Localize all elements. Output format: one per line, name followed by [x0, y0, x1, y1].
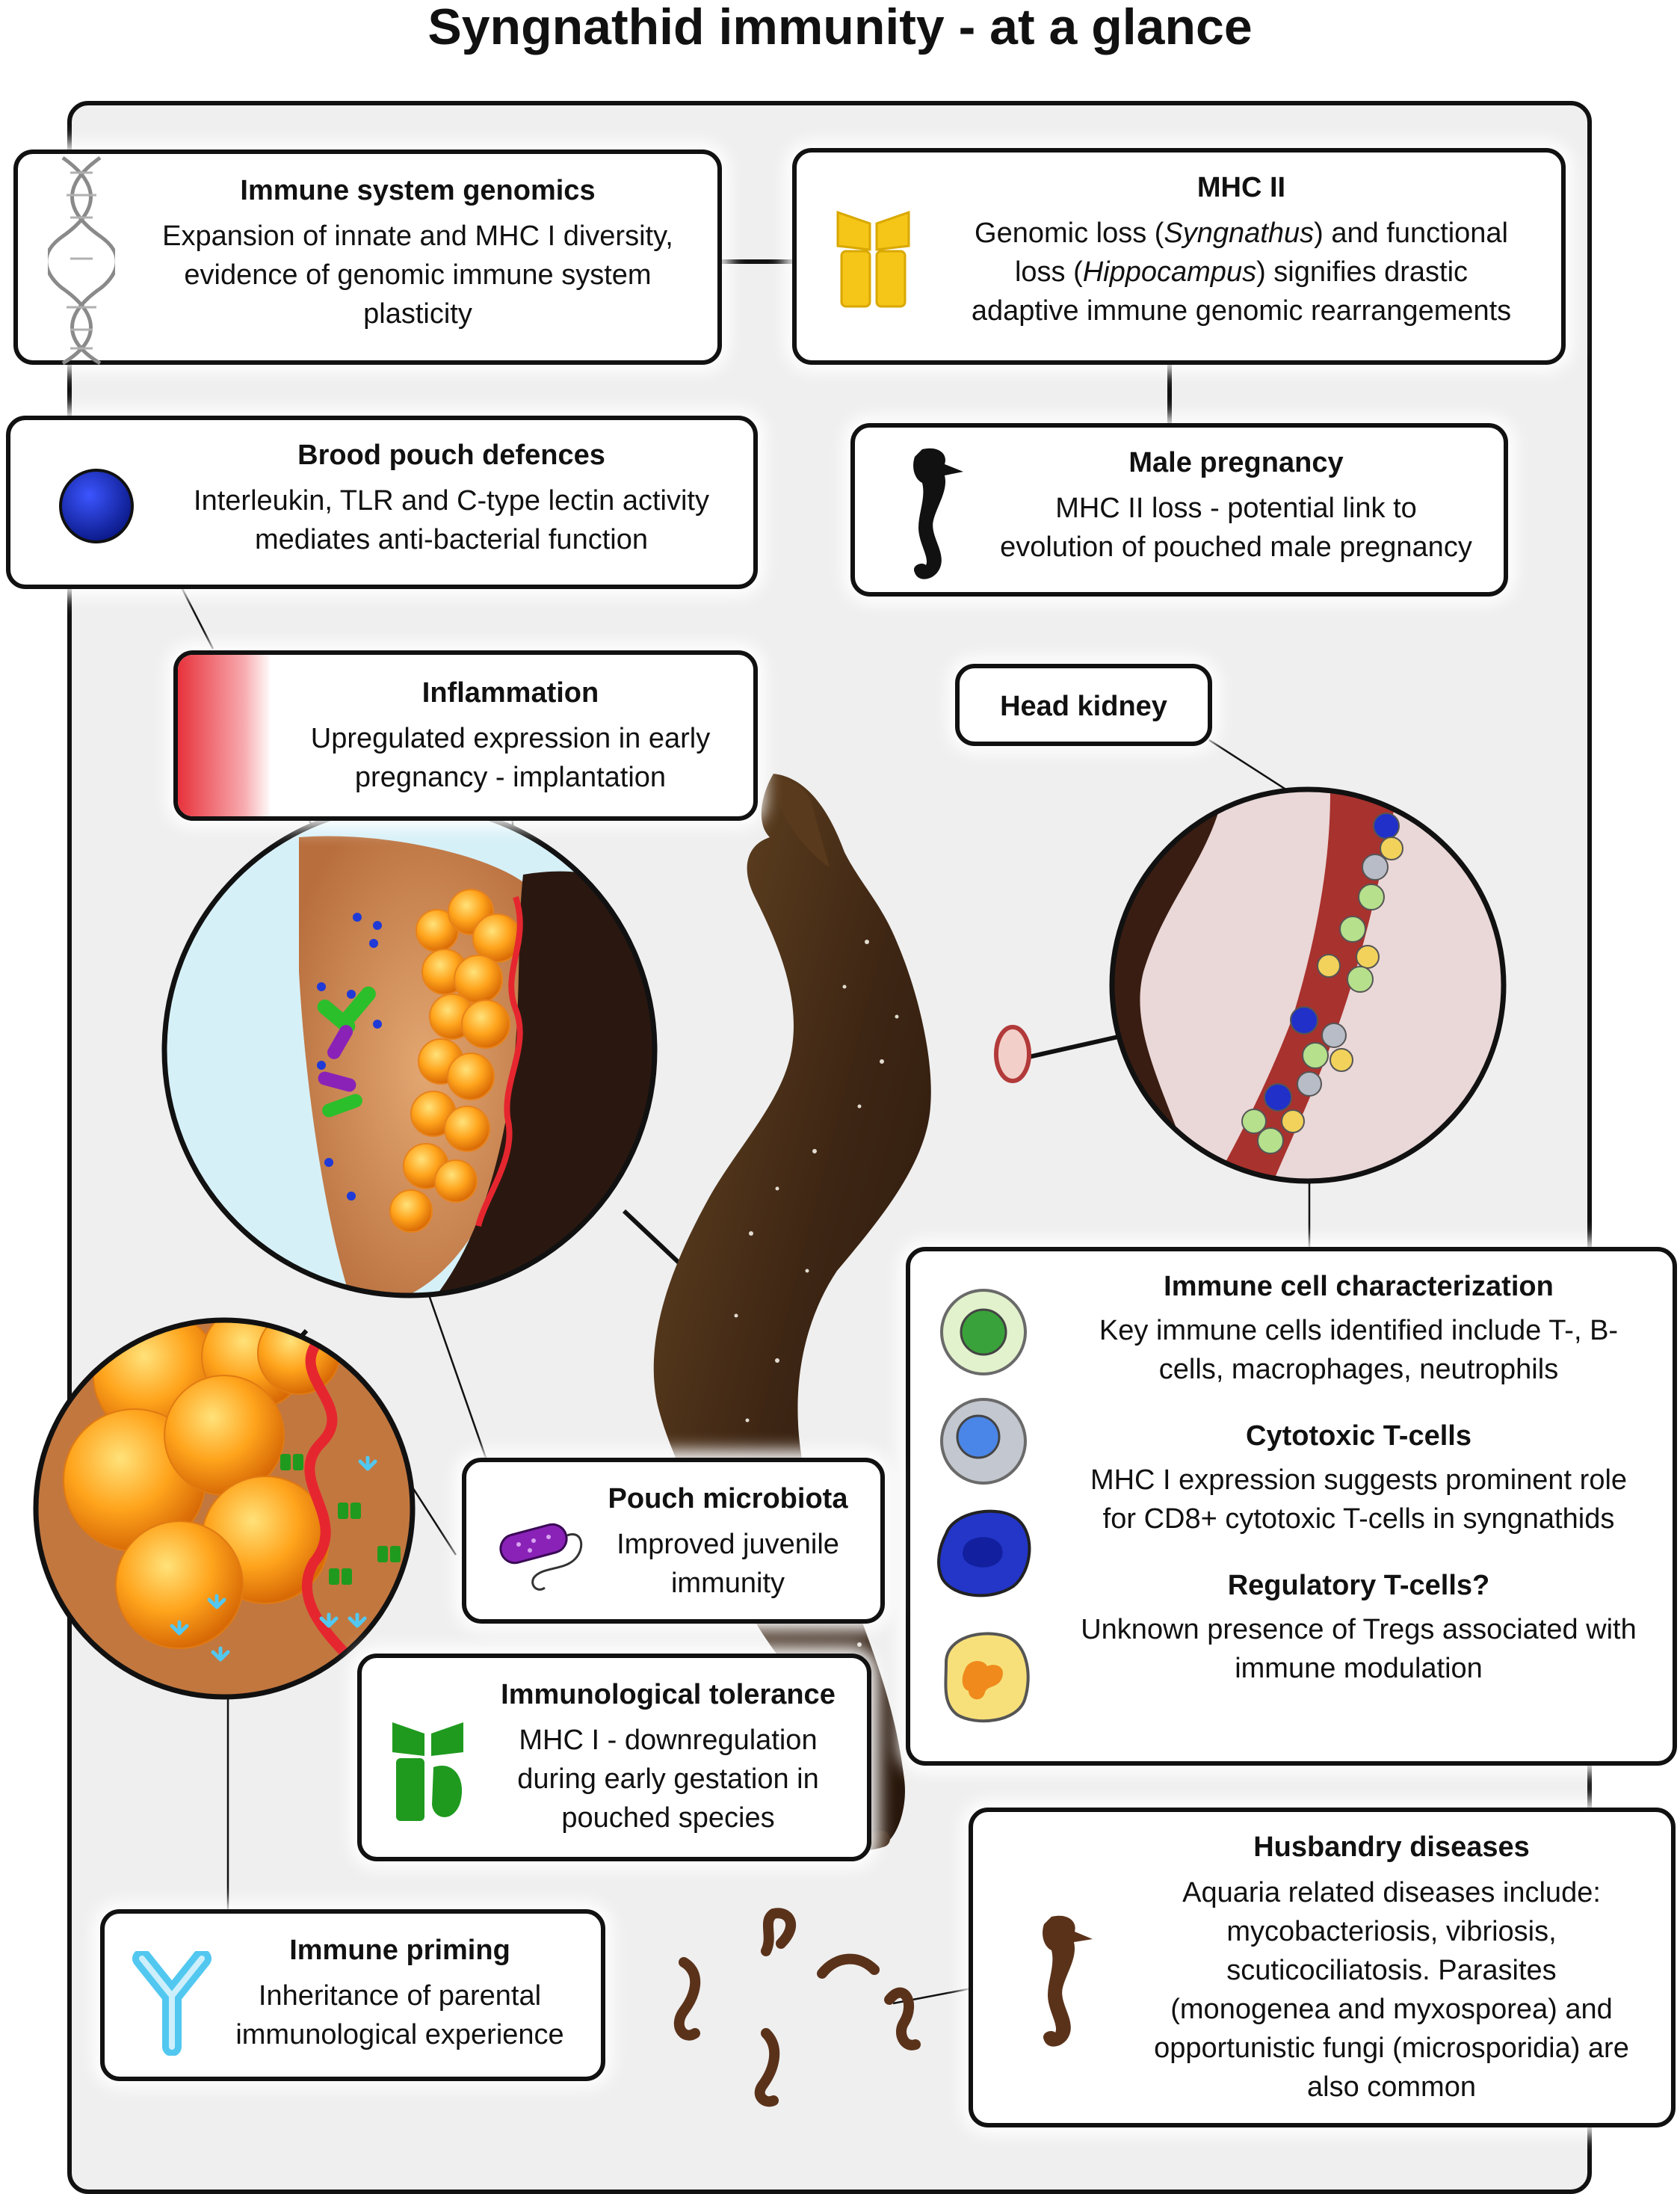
head-kidney-title: Head kidney — [1000, 691, 1167, 722]
tolerance-line-2: during early gestation in — [517, 1763, 819, 1795]
treg-line-2: immune modulation — [1235, 1653, 1483, 1684]
male-pregnancy-line-1: MHC II loss - potential link to — [1055, 493, 1417, 524]
seahorse-brown-icon — [1043, 1915, 1093, 2047]
treg-title: Regulatory T-cells? — [1227, 1570, 1490, 1601]
genomics-line-3: plasticity — [363, 298, 472, 330]
microbiota-line-2: immunity — [670, 1568, 785, 1599]
regulatory-t-cell-icon — [944, 1632, 1030, 1723]
mhc-ii-molecule-icon — [836, 210, 910, 308]
figure-title: Syngnathid immunity - at a glance — [427, 0, 1253, 55]
priming-title: Immune priming — [289, 1935, 510, 1966]
priming-box: Immune priming Inheritance of parental i… — [100, 1909, 605, 2081]
immune-cells-title: Immune cell characterization — [1164, 1271, 1554, 1302]
immune-cells-box: Immune cell characterization Key immune … — [906, 1247, 1677, 1766]
husbandry-line-3: scuticociliatosis. Parasites — [1226, 1955, 1557, 1986]
bacterium-icon — [499, 1523, 583, 1591]
b-cell-icon — [940, 1398, 1027, 1485]
mhc2-line-1: Genomic loss (Syngnathus) and functional — [975, 218, 1508, 249]
genomics-line-1: Expansion of innate and MHC I diversity, — [162, 221, 673, 252]
seahorse-silhouette-icon — [913, 448, 963, 579]
brood-title: Brood pouch defences — [297, 440, 605, 471]
inflammation-title: Inflammation — [421, 677, 599, 709]
inflammation-line-2: pregnancy - implantation — [354, 762, 667, 793]
genomics-line-2: evidence of genomic immune system — [184, 259, 652, 291]
male-pregnancy-box: Male pregnancy MHC II loss - potential l… — [850, 423, 1508, 597]
t-cell-icon — [940, 1289, 1027, 1375]
priming-line-1: Inheritance of parental — [258, 1980, 542, 2012]
cytotoxic-title: Cytotoxic T-cells — [1246, 1420, 1471, 1452]
tolerance-box: Immunological tolerance MHC I - downregu… — [357, 1654, 871, 1861]
egg-tissue-circle — [33, 1317, 416, 1700]
brood-box: Brood pouch defences Interleukin, TLR an… — [6, 416, 758, 589]
tolerance-line-1: MHC I - downregulation — [519, 1725, 818, 1756]
priming-line-2: immunological experience — [235, 2019, 564, 2050]
microbiota-box: Pouch microbiota Improved juvenile immun… — [462, 1458, 885, 1624]
male-pregnancy-title: Male pregnancy — [1128, 447, 1344, 478]
husbandry-line-6: also common — [1307, 2071, 1476, 2103]
microbiota-title: Pouch microbiota — [608, 1483, 848, 1514]
inflammation-box: Inflammation Upregulated expression in e… — [173, 650, 758, 821]
mhc2-line-2: loss (Hippocampus) signifies drastic — [1014, 256, 1469, 288]
inflammation-line-1: Upregulated expression in early — [310, 723, 711, 754]
husbandry-line-2: mycobacteriosis, vibriosis, — [1226, 1916, 1557, 1947]
tolerance-title: Immunological tolerance — [501, 1679, 836, 1710]
antibody-icon — [132, 1951, 211, 2056]
small-seahorses — [673, 1908, 921, 2107]
husbandry-line-1: Aquaria related diseases include: — [1182, 1877, 1601, 1908]
pouch-tissue-circle — [161, 802, 658, 1298]
husbandry-title: Husbandry diseases — [1253, 1831, 1530, 1863]
red-gradient-icon — [178, 655, 271, 816]
brood-line-1: Interleukin, TLR and C-type lectin activ… — [194, 485, 709, 517]
tolerance-line-3: pouched species — [561, 1802, 775, 1834]
mhc2-line-3: adaptive immune genomic rearrangements — [971, 295, 1512, 327]
cytotoxic-t-cell-icon — [937, 1509, 1031, 1597]
mhc2-box: MHC II Genomic loss (Syngnathus) and fun… — [792, 148, 1566, 365]
genomics-title: Immune system genomics — [240, 175, 596, 206]
treg-line-1: Unknown presence of Tregs associated wit… — [1081, 1614, 1637, 1645]
brood-line-2: mediates anti-bacterial function — [255, 524, 648, 555]
immune-cells-line-2: cells, macrophages, neutrophils — [1158, 1354, 1559, 1385]
immune-cells-line-1: Key immune cells identified include T-, … — [1099, 1315, 1619, 1346]
genomics-box: Immune system genomics Expansion of inna… — [13, 150, 722, 366]
male-pregnancy-line-2: evolution of pouched male pregnancy — [1000, 531, 1472, 563]
head-kidney-circle — [1109, 786, 1507, 1184]
microbiota-line-1: Improved juvenile — [617, 1529, 839, 1560]
cytotoxic-line-2: for CD8+ cytotoxic T-cells in syngnathid… — [1102, 1503, 1615, 1535]
husbandry-line-4: (monogenea and myxosporea) and — [1170, 1994, 1613, 2025]
mhc2-title: MHC II — [1196, 172, 1286, 203]
husbandry-line-5: opportunistic fungi (microsporidia) are — [1154, 2033, 1629, 2064]
cytotoxic-line-1: MHC I expression suggests prominent role — [1090, 1464, 1628, 1496]
blue-sphere-icon — [59, 469, 134, 543]
head-kidney-box: Head kidney — [955, 664, 1212, 746]
mhc-i-molecule-icon — [392, 1722, 463, 1821]
dna-helix-icon — [48, 155, 115, 366]
husbandry-box: Husbandry diseases Aquaria related disea… — [969, 1808, 1676, 2127]
